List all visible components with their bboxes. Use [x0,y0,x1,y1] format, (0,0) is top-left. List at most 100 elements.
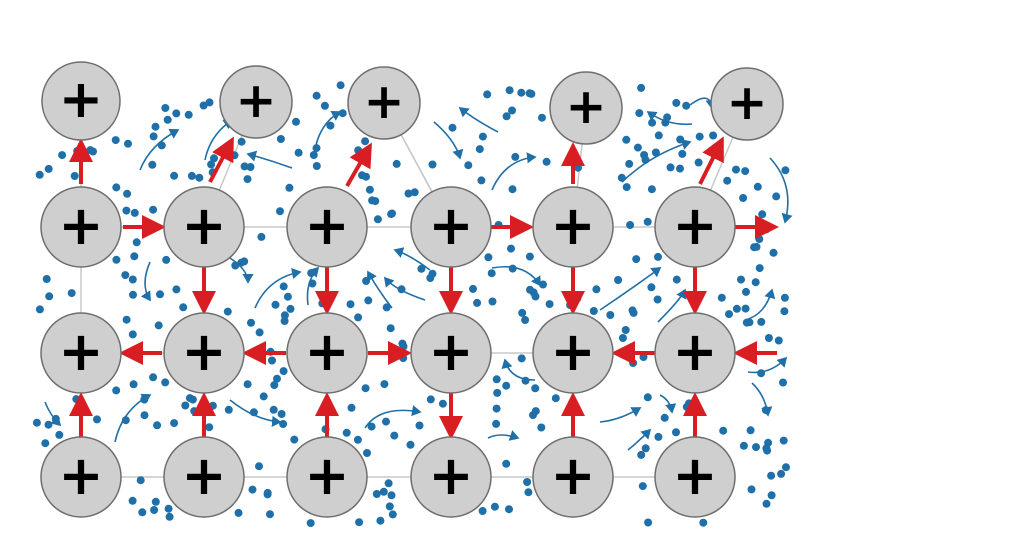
electron-dot [694,158,703,167]
electron-dot [538,113,546,122]
electron-dot [257,232,266,241]
electron-dot [492,419,501,428]
ion-charge-label: + [672,194,717,257]
electron-dot [641,444,650,453]
electron-dot [751,278,760,287]
electron-dot [58,151,67,160]
electron-dot [502,459,511,468]
electron-dot [719,426,728,435]
electron-path-arrow [229,257,254,284]
ion-circle [347,66,421,140]
electron-dot [190,407,199,416]
electron-dot [35,305,44,314]
electron-dot [247,318,255,327]
electron-dot [752,242,761,251]
electron-dot [249,408,258,417]
electron-dot [492,404,501,413]
electron-dot [51,414,60,423]
ion-circle [549,71,623,145]
electron-dot [255,328,264,337]
electron-dot [648,118,657,127]
positive-ion-icon: + [163,312,245,394]
electron-dot [347,403,356,412]
electron-dot [614,276,623,284]
electron-dot [382,303,391,312]
electron-dot [154,321,163,330]
electron-dot [505,86,514,95]
electron-dot [399,354,408,363]
electron-dot [123,189,132,198]
electron-dot [380,380,389,389]
electron-dot [124,139,132,148]
electron-dot [635,109,644,118]
electron-dot [294,148,303,157]
ion-charge-label: + [304,444,349,507]
electron-dot [164,504,173,513]
electron-path-arrow [433,121,464,160]
electron-dot [761,406,770,415]
electron-dot [170,419,179,428]
electron-dot [753,182,762,191]
positive-ion-icon: + [549,71,623,145]
electron-dot [129,290,137,299]
electron-dot [699,518,708,527]
electron-dot [622,135,631,144]
ion-charge-label: + [428,194,473,257]
electron-dot [478,132,487,141]
electron-dot [42,275,51,283]
electron-dot [764,334,773,342]
electron-dot [89,147,97,156]
electron-dot [112,255,121,264]
electron-dot [477,176,486,185]
electron-dot [644,518,653,527]
electron-dot [269,405,278,414]
electron-dot [492,375,501,384]
electron-dot [625,159,634,168]
electron-dot [361,137,370,146]
electron-dot [364,296,373,305]
positive-ion-icon: + [347,66,421,140]
electron-dot [502,381,511,390]
electron-dot [170,171,179,180]
electron-dot [592,285,601,294]
electron-dot [757,369,766,378]
electron-dot [320,101,329,110]
electron-dot [308,279,317,288]
positive-ion-icon: + [286,436,368,518]
electron-path-arrow [246,150,293,169]
electron-dot [739,194,748,202]
electron-dot [129,380,138,389]
electron-dot [678,149,687,158]
ion-circle [532,186,614,268]
force-arrow [345,142,372,187]
electron-dot [709,131,718,140]
electron-dot [737,275,745,284]
electron-dot [606,311,615,319]
electron-dot [438,399,447,408]
electron-dot [493,388,502,397]
electron-dot [157,141,166,150]
electron-dot [246,163,255,171]
electron-dot [469,284,477,293]
electron-dot [280,317,289,325]
electron-dot [517,88,526,97]
electron-dot [112,183,121,192]
electron-dot [286,304,295,313]
electron-path-arrow [744,288,776,321]
electron-dot [163,115,172,124]
ion-circle [710,67,784,141]
electron-dot [149,132,158,141]
electron-dot [676,135,685,144]
electron-dot [755,235,764,244]
electron-dot [67,289,76,298]
electron-dot [672,98,681,107]
electron-dot [725,310,733,319]
electron-dot [70,172,79,180]
electron-dot [618,334,627,342]
electron-dot [508,106,516,115]
electron-dot [44,420,53,429]
electron-dot [521,316,530,324]
electron-dot [336,81,345,90]
electron-dot [130,252,139,261]
ion-charge-label: + [550,444,595,507]
